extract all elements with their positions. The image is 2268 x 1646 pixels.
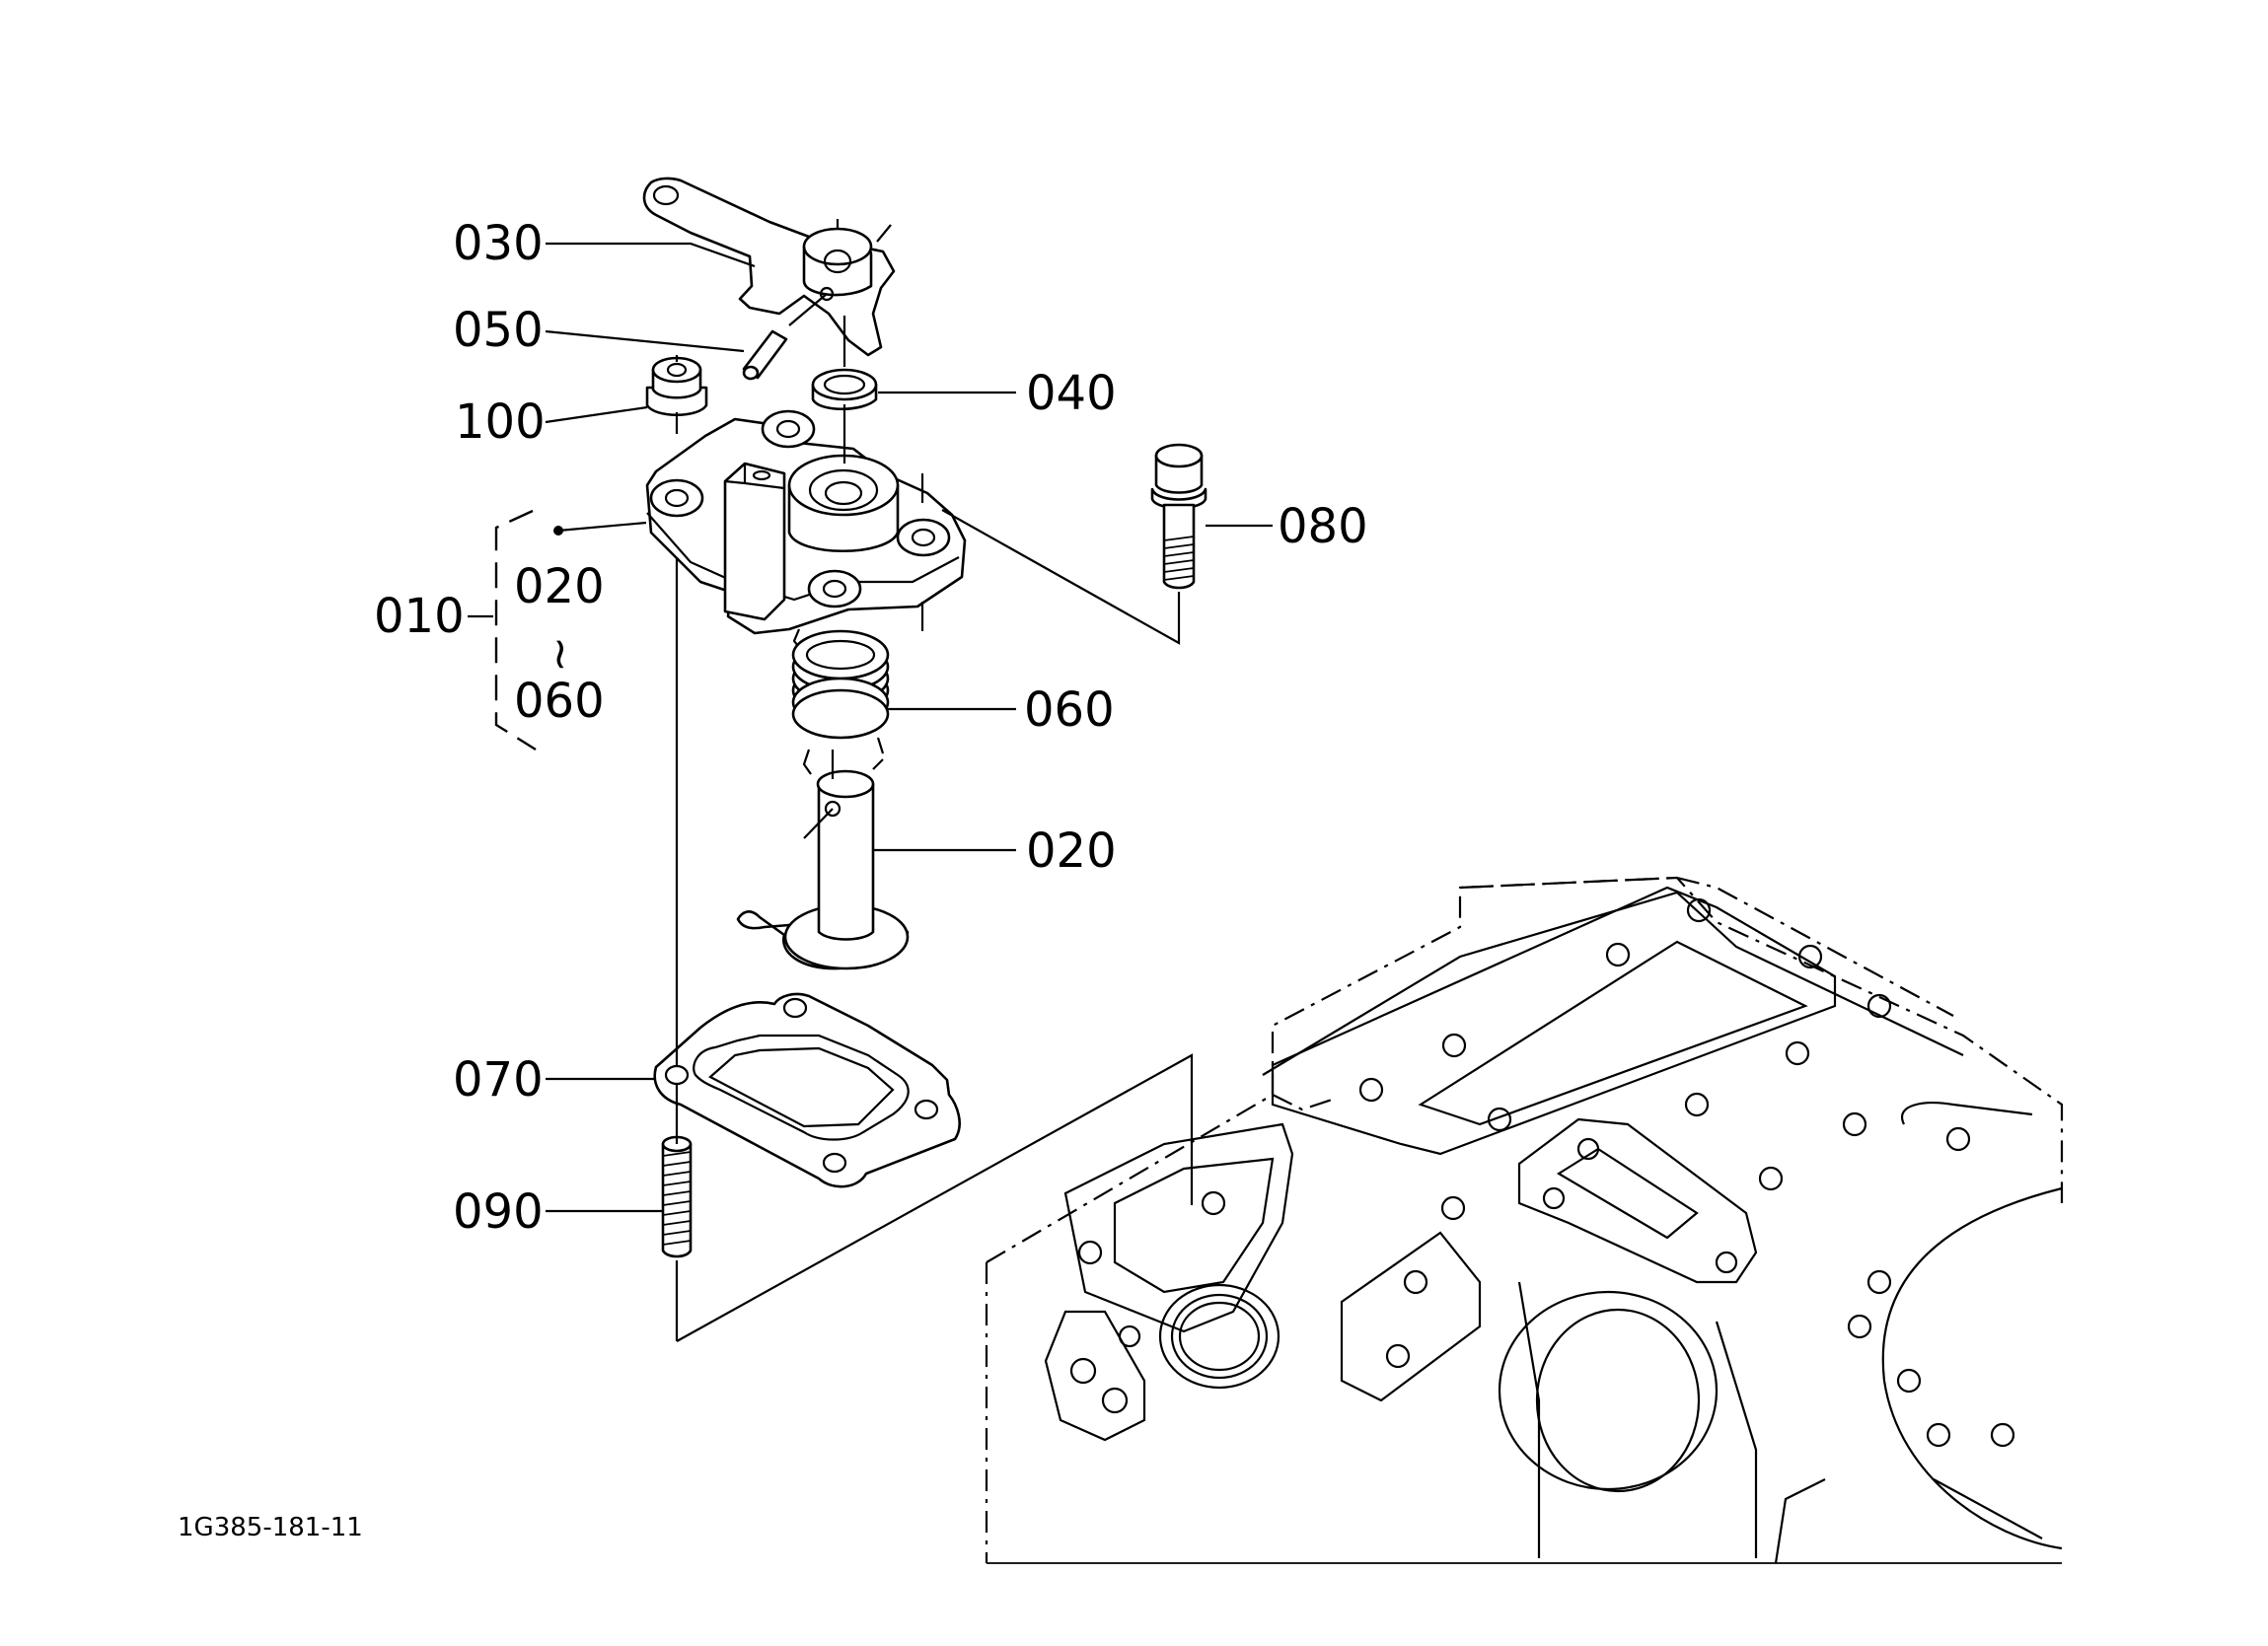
governor-housing-part-010 — [645, 409, 967, 635]
part-labels: 030 050 100 040 080 010 020 ~ 060 060 02… — [178, 216, 1368, 1542]
label-080: 080 — [1278, 499, 1368, 554]
assembly-lines — [675, 404, 1194, 1342]
bolt-part-080 — [1150, 443, 1207, 590]
label-020: 020 — [1026, 823, 1117, 879]
label-tilde: ~ — [536, 636, 586, 673]
shaft-part-020 — [736, 750, 910, 970]
label-050: 050 — [453, 303, 544, 358]
lever-part-030 — [642, 177, 896, 357]
label-060-group: 060 — [514, 674, 605, 729]
label-040: 040 — [1026, 366, 1117, 421]
leader-lines — [545, 242, 1273, 1213]
label-010: 010 — [374, 589, 465, 644]
group-bracket-010 — [468, 509, 647, 751]
label-030: 030 — [453, 216, 544, 271]
drawing-number: 1G385-181-11 — [178, 1513, 363, 1542]
gasket-part-070 — [653, 992, 961, 1188]
stud-part-090 — [661, 1135, 693, 1258]
label-060: 060 — [1024, 682, 1115, 738]
label-020-group: 020 — [514, 559, 605, 614]
spring-part-060 — [791, 628, 890, 775]
label-100: 100 — [455, 394, 546, 450]
label-070: 070 — [453, 1052, 544, 1108]
pin-part-050 — [742, 286, 835, 381]
nut-part-100 — [645, 355, 708, 416]
engine-block — [985, 876, 2064, 1564]
seal-part-040 — [811, 316, 878, 410]
label-090: 090 — [453, 1184, 544, 1240]
